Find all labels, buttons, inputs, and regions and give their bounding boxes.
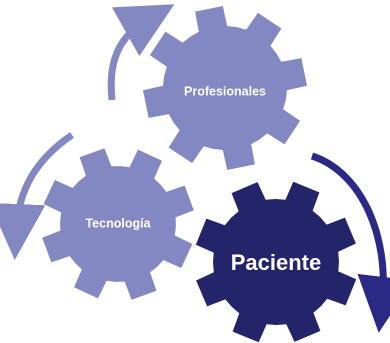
- gear-profesionales-shape: [143, 6, 307, 170]
- gear-tecnologia-shape: [42, 148, 194, 300]
- arrow-tecnologia-to-profesionales: [107, 4, 175, 101]
- gear-tecnologia-label: Tecnología: [85, 216, 151, 230]
- arrow-tecnologia-outer: [0, 132, 74, 260]
- gear-paciente: Paciente: [195, 181, 357, 343]
- arrow-paciente-outer: [310, 152, 390, 333]
- gear-tecnologia: Tecnología: [42, 148, 194, 300]
- gear-profesionales: Profesionales: [143, 6, 307, 170]
- gear-paciente-label: Paciente: [231, 250, 322, 275]
- gear-paciente-shape: [195, 181, 357, 343]
- gear-profesionales-label: Profesionales: [184, 84, 266, 98]
